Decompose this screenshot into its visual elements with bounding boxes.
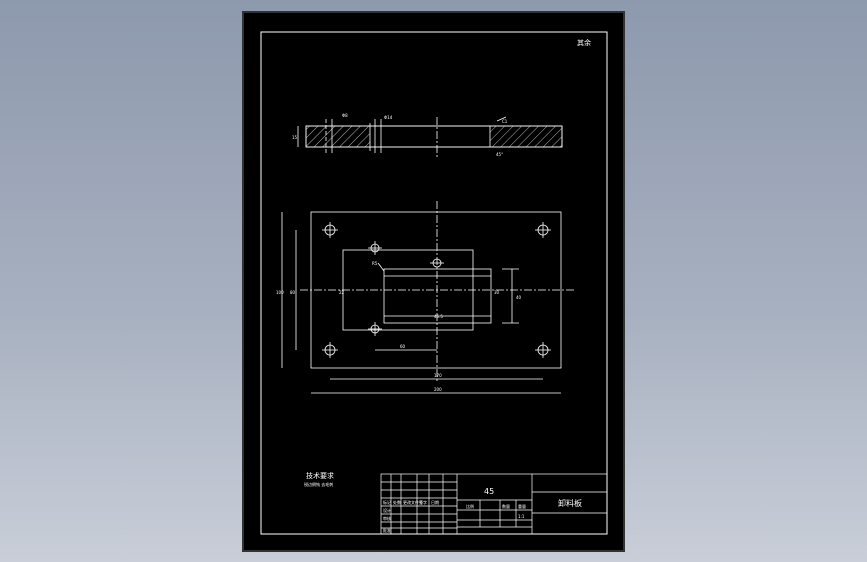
corner-note: 其余 <box>577 38 591 47</box>
title-row-mark: 标记 <box>383 499 391 505</box>
title-weight-label: 重量 <box>518 503 526 509</box>
title-row-count: 处数 <box>393 499 401 505</box>
dim-hole-pitch-y: 80 <box>290 290 296 295</box>
title-qty-label: 数量 <box>502 503 510 509</box>
tech-req-line1: 锐边倒钝 去毛刺 <box>304 481 333 487</box>
dim-slot-height: 40 <box>516 295 522 300</box>
title-scale-value: 1:1 <box>518 514 525 519</box>
drawing-sheet: 其余 <box>244 13 623 550</box>
dim-slot-depth: 30 <box>494 290 500 295</box>
dim-slot-radius: R5 <box>372 261 378 266</box>
dim-slot-offset: 60 <box>400 344 406 349</box>
title-scale-label: 比例 <box>466 503 474 509</box>
title-row-date: 日期 <box>431 499 439 505</box>
section-label-edge: 45° <box>496 152 503 157</box>
tech-req-title: 技术要求 <box>306 471 334 480</box>
dim-hole-pitch-x: 170 <box>434 373 442 378</box>
drawing-canvas: 其余 <box>260 31 608 535</box>
title-row-approve: 批准 <box>383 527 391 533</box>
section-label-thickness: 15 <box>292 135 298 140</box>
slot <box>383 268 492 324</box>
title-row-sign: 签字 <box>419 499 427 505</box>
mounting-holes <box>322 222 551 358</box>
section-label-counterbore: Φ14 <box>384 115 393 120</box>
inner-recess <box>342 249 474 331</box>
title-part-name: 卸料板 <box>558 498 582 508</box>
title-row-design: 设计 <box>383 507 391 513</box>
dim-width: 200 <box>434 387 442 392</box>
dim-inner-left: 22 <box>339 290 345 295</box>
section-view <box>297 116 563 159</box>
plan-view <box>281 201 574 394</box>
title-material: 45 <box>484 487 494 496</box>
dim-slot-width: 45.5 <box>434 314 443 319</box>
title-row-change: 更改文件号 <box>403 499 423 505</box>
section-label-hole: Φ8 <box>342 113 348 118</box>
dim-height: 100 <box>276 290 284 295</box>
inner-frame <box>260 31 608 535</box>
section-label-chamfer: C1 <box>502 119 508 124</box>
title-block <box>380 473 608 535</box>
title-row-check: 审核 <box>383 515 391 521</box>
